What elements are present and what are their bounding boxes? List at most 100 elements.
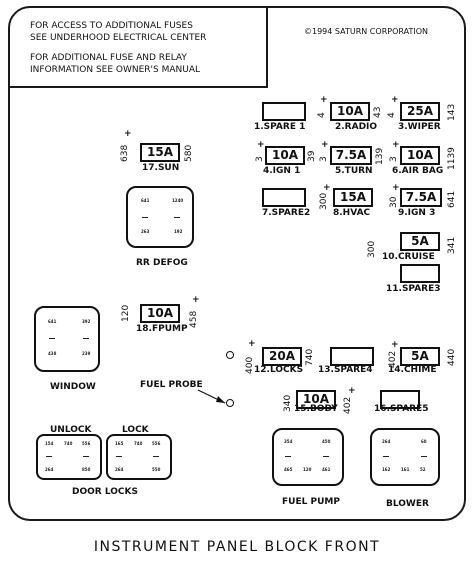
plus-sign: + bbox=[391, 340, 399, 350]
fuse-turn: 7.5A bbox=[330, 146, 372, 165]
fuse-body: 10A bbox=[296, 390, 336, 409]
relay-pin-mark bbox=[174, 217, 180, 218]
plus-sign: + bbox=[323, 183, 331, 193]
fuse-label-ign1: 4.IGN 1 bbox=[263, 166, 301, 176]
plus-sign: + bbox=[257, 140, 265, 150]
fuse-panel-outline bbox=[8, 6, 466, 521]
plus-sign: + bbox=[320, 95, 328, 105]
fuse-cruise: 5A bbox=[400, 232, 440, 251]
fuse-label-spare4: 13.SPARE4 bbox=[318, 365, 373, 375]
relay-fuel-pump bbox=[272, 428, 344, 486]
fuse-label-spare3: 11.SPARE3 bbox=[386, 284, 441, 294]
relay-label-unlock: UNLOCK bbox=[50, 425, 92, 435]
relay-pin: 264 bbox=[382, 439, 391, 444]
relay-pin: 354 bbox=[284, 439, 293, 444]
fuse-spare3 bbox=[400, 264, 440, 283]
fuse-label-airbag: 6.AIR BAG bbox=[392, 166, 444, 176]
fuse-label-wiper: 3.WIPER bbox=[398, 122, 441, 132]
relay-label-door-locks: DOOR LOCKS bbox=[72, 487, 138, 497]
fuse-label-radio: 2.RADIO bbox=[335, 122, 378, 132]
fuse-wiper: 25A bbox=[400, 102, 440, 121]
relay-pin-mark bbox=[46, 456, 52, 457]
relay-pin-mark bbox=[153, 456, 159, 457]
relay-pin: 556 bbox=[82, 441, 91, 446]
diagram-caption: INSTRUMENT PANEL BLOCK FRONT bbox=[93, 539, 381, 555]
fuse-chime: 5A bbox=[400, 347, 440, 366]
fuse-ign1: 10A bbox=[265, 146, 305, 165]
pin-body-left: 340 bbox=[283, 394, 293, 412]
fuse-airbag: 10A bbox=[400, 146, 440, 165]
plus-sign: + bbox=[348, 386, 356, 396]
relay-pin: 641 bbox=[48, 319, 57, 324]
relay-window bbox=[34, 306, 100, 372]
fuse-spare1 bbox=[262, 102, 306, 121]
note-line-4: INFORMATION SEE OWNER'S MANUAL bbox=[30, 65, 201, 75]
relay-pin: 162 bbox=[382, 467, 391, 472]
relay-pin-mark bbox=[83, 338, 89, 339]
relay-lock bbox=[106, 434, 172, 480]
fuse-label-spare1: 1.SPARE 1 bbox=[254, 122, 306, 132]
fuse-label-hvac: 8.HVAC bbox=[333, 208, 371, 218]
fuse-radio: 10A bbox=[330, 102, 370, 121]
pin-body-right: 402 bbox=[343, 396, 353, 414]
copyright-text: ©1994 SATURN CORPORATION bbox=[304, 27, 428, 36]
fuel-probe-label: FUEL PROBE bbox=[140, 380, 203, 390]
relay-label-rr-defog: RR DEFOG bbox=[136, 258, 188, 268]
fuse-label-chime: 14.CHIME bbox=[388, 365, 437, 375]
fuse-sun: 15A bbox=[140, 143, 180, 162]
plus-sign: + bbox=[392, 140, 400, 150]
plus-sign: + bbox=[391, 95, 399, 105]
relay-label-blower: BLOWER bbox=[386, 499, 429, 509]
relay-pin: 239 bbox=[82, 351, 91, 356]
relay-pin-mark bbox=[285, 456, 291, 457]
relay-label-fuel-pump: FUEL PUMP bbox=[282, 497, 340, 507]
fuse-label-fpump: 18.FPUMP bbox=[136, 324, 188, 334]
relay-pin: 264 bbox=[45, 467, 54, 472]
relay-blower bbox=[370, 428, 440, 486]
note-line-2: SEE UNDERHOOD ELECTRICAL CENTER bbox=[30, 33, 207, 43]
relay-pin: 550 bbox=[152, 467, 161, 472]
note-line-3: FOR ADDITIONAL FUSE AND RELAY bbox=[30, 53, 187, 63]
relay-pin-mark bbox=[116, 456, 122, 457]
relay-pin: 740 bbox=[134, 441, 143, 446]
terminal-circle bbox=[226, 351, 234, 359]
relay-pin-mark bbox=[323, 456, 329, 457]
fuel-probe-terminal bbox=[226, 399, 234, 407]
relay-pin: 392 bbox=[82, 319, 91, 324]
relay-pin: 154 bbox=[45, 441, 54, 446]
relay-pin: 438 bbox=[48, 351, 57, 356]
relay-rr-defog bbox=[126, 186, 194, 248]
fuse-label-cruise: 10.CRUISE bbox=[382, 252, 435, 262]
note-line-1: FOR ACCESS TO ADDITIONAL FUSES bbox=[30, 21, 193, 31]
fuse-fpump: 10A bbox=[140, 304, 180, 323]
relay-pin: 165 bbox=[115, 441, 124, 446]
relay-pin: 465 bbox=[284, 467, 293, 472]
fuse-label-spare2: 7.SPARE2 bbox=[262, 208, 311, 218]
relay-pin: 60 bbox=[421, 439, 427, 444]
plus-sign: + bbox=[124, 129, 132, 139]
fuse-spare2 bbox=[262, 188, 306, 207]
plus-sign: + bbox=[321, 140, 329, 150]
relay-pin: 556 bbox=[152, 441, 161, 446]
relay-pin: 450 bbox=[322, 439, 331, 444]
relay-pin-mark bbox=[383, 456, 389, 457]
fuse-spare5 bbox=[380, 390, 420, 409]
relay-pin-mark bbox=[83, 456, 89, 457]
fuse-spare4 bbox=[330, 347, 374, 366]
plus-sign: + bbox=[192, 295, 200, 305]
relay-pin-mark bbox=[142, 217, 148, 218]
relay-pin: 461 bbox=[322, 467, 331, 472]
relay-label-window: WINDOW bbox=[50, 382, 96, 392]
fuse-label-ign3: 9.IGN 3 bbox=[398, 208, 436, 218]
relay-pin: 120 bbox=[303, 467, 312, 472]
info-box bbox=[8, 6, 268, 88]
relay-unlock bbox=[36, 434, 102, 480]
fuse-ign3: 7.5A bbox=[400, 188, 442, 207]
fuse-label-sun: 17.SUN bbox=[142, 163, 180, 173]
plus-sign: + bbox=[248, 339, 256, 349]
relay-pin-mark bbox=[421, 456, 427, 457]
fuse-label-spare5: 16.SPARE5 bbox=[374, 404, 429, 414]
relay-pin: 264 bbox=[115, 467, 124, 472]
fuse-locks: 20A bbox=[262, 347, 302, 366]
